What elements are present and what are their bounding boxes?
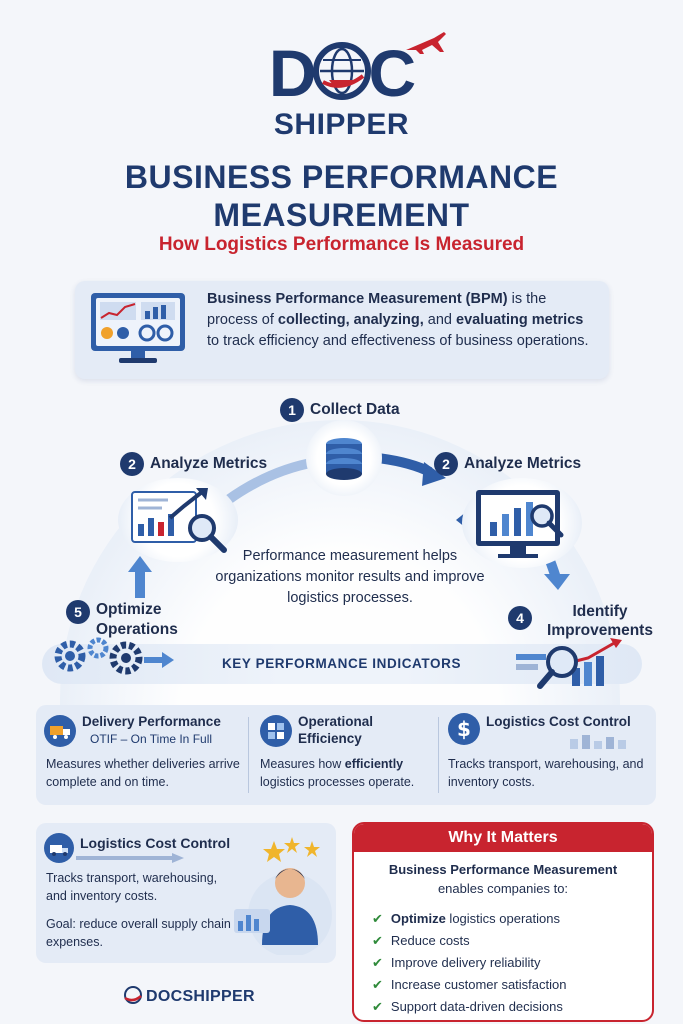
dollar-icon: $ <box>448 713 480 745</box>
warehouse-icon <box>570 735 626 749</box>
footer-logo: DOCSHIPPER <box>122 986 255 1006</box>
kpi-banner-label: KEY PERFORMANCE INDICATORS <box>221 656 462 671</box>
list-item: ✔Support data-driven decisions <box>372 999 563 1014</box>
checkmark-icon: ✔ <box>372 977 383 992</box>
gears-icon <box>54 637 174 675</box>
logo-wordmark: D C <box>269 32 447 106</box>
intro-card: Business Performance Measurement (BPM) i… <box>75 281 609 379</box>
cloud-truck-icon <box>44 833 74 863</box>
kpi-banner <box>42 644 642 684</box>
airplane-icon <box>406 32 447 54</box>
why-it-matters-card: Why It Matters Business Performance Meas… <box>352 822 654 1022</box>
logo-subtext: SHIPPER <box>273 108 410 141</box>
list-item: ✔Improve delivery reliability <box>372 955 541 970</box>
footer-globe-icon <box>124 986 142 1004</box>
kpi-divider <box>248 717 249 793</box>
checkmark-icon: ✔ <box>372 911 383 926</box>
why-list: ✔Optimize logistics operations ✔Reduce c… <box>372 908 642 1018</box>
monitor-chart-icon <box>476 490 564 558</box>
kpi-logistics-cost-control: $ Logistics Cost Control Tracks transpor… <box>448 713 644 789</box>
database-bubble <box>306 420 382 496</box>
cycle-center-text: Performance measurement helps organizati… <box>215 548 485 606</box>
truck-icon <box>44 715 76 747</box>
intro-text: Business Performance Measurement (BPM) i… <box>207 291 589 349</box>
page-subtitle: How Logistics Performance Is Measured <box>158 234 525 255</box>
monitor-bubble <box>462 478 582 568</box>
list-item: ✔Increase customer satisfaction <box>372 977 567 992</box>
person-avatar <box>234 837 332 955</box>
kpi-delivery-performance: Delivery Performance OTIF – On Time In F… <box>44 714 240 789</box>
process-icon <box>260 715 292 747</box>
arrow-icon <box>76 853 184 863</box>
list-item: ✔Optimize logistics operations <box>372 911 560 926</box>
page-title: BUSINESS PERFORMANCE MEASUREMENT <box>124 159 559 233</box>
chart-magnifier-icon <box>131 488 227 553</box>
brand-logo: D C SHIPPER <box>0 32 683 142</box>
logo-letter-c: C <box>368 36 417 110</box>
checkmark-icon: ✔ <box>372 955 383 970</box>
globe-icon <box>312 42 371 100</box>
kpi-divider <box>438 717 439 793</box>
list-item: ✔Reduce costs <box>372 933 470 948</box>
why-heading: Why It Matters <box>354 824 652 852</box>
logo-letter-d: D <box>268 36 317 110</box>
analytics-bubble <box>118 478 238 562</box>
dashboard-monitor-icon <box>91 293 185 363</box>
checkmark-icon: ✔ <box>372 999 383 1014</box>
cost-control-card: Logistics Cost Control Tracks transport,… <box>36 823 336 963</box>
improvement-magnifier-icon <box>516 638 622 689</box>
database-icon <box>326 438 362 480</box>
kpi-cards: Delivery Performance OTIF – On Time In F… <box>36 705 656 805</box>
checkmark-icon: ✔ <box>372 933 383 948</box>
svg-text:$: $ <box>457 717 471 741</box>
kpi-operational-efficiency: Operational Efficiency Measures how effi… <box>260 714 415 789</box>
